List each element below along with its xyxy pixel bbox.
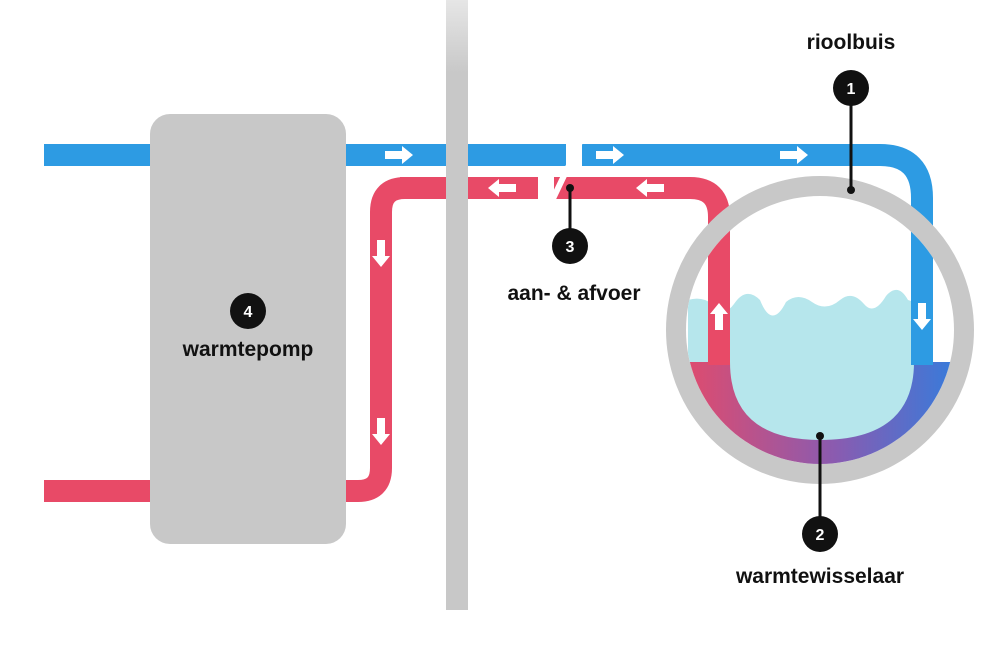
cold-pipe-run-right-2	[582, 144, 933, 360]
number-badge-icon	[802, 516, 838, 552]
cold-pipe-inlet	[44, 144, 154, 166]
warm-pipe-run-left	[400, 177, 446, 199]
warm-pipe-loop	[340, 177, 446, 502]
flow-arrow-icon	[710, 303, 728, 330]
label-exchanger: warmtewisselaar	[735, 565, 904, 588]
label-heatpump: warmtepomp	[182, 338, 314, 361]
svg-text:2: 2	[816, 527, 825, 544]
badge-pipe: 1	[833, 70, 869, 106]
label-supply: aan- & afvoer	[507, 282, 640, 305]
flow-arrow-icon	[372, 418, 390, 445]
warm-pipe-outlet	[44, 480, 154, 502]
number-badge-icon	[230, 293, 266, 329]
sewage-water	[688, 289, 914, 440]
leader-dot-exchanger	[816, 432, 824, 440]
number-badge-icon	[552, 228, 588, 264]
svg-text:3: 3	[566, 239, 575, 256]
flow-arrow-icon	[385, 146, 413, 164]
wall-divider	[446, 0, 468, 610]
flow-arrow-icon	[488, 179, 516, 197]
flow-arrows	[372, 146, 931, 445]
svg-text:4: 4	[244, 304, 253, 321]
leader-dot-pipe	[847, 186, 855, 194]
label-pipe: rioolbuis	[807, 31, 896, 54]
number-badge-icon	[833, 70, 869, 106]
leader-dot-supply	[566, 184, 574, 192]
badge-exchanger: 2	[802, 516, 838, 552]
pipe-break-slash	[547, 136, 585, 207]
badge-heatpump: 4	[230, 293, 266, 329]
flow-arrow-icon	[780, 146, 808, 164]
flow-arrow-icon	[372, 240, 390, 267]
svg-text:1: 1	[847, 81, 856, 98]
leader-lines	[568, 104, 853, 518]
badge-supply: 3	[552, 228, 588, 264]
flow-arrow-icon	[596, 146, 624, 164]
flow-arrow-icon	[636, 179, 664, 197]
flow-arrow-icon	[913, 303, 931, 330]
